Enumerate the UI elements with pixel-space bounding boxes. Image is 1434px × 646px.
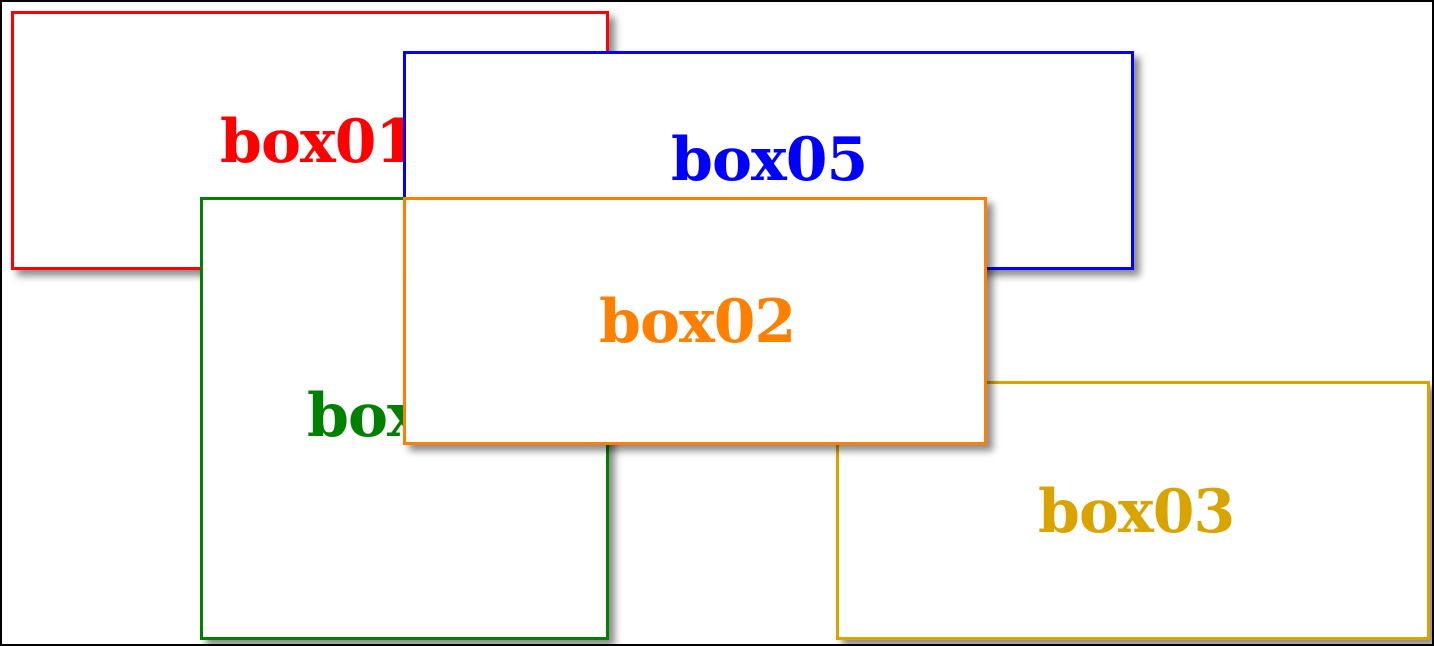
box-03-label: box03 <box>1038 477 1235 547</box>
box-03: box03 <box>836 381 1430 640</box>
box-02-label: box02 <box>599 287 796 357</box>
box-01-label: box01 <box>220 107 417 177</box>
box-05-label: box05 <box>671 125 868 195</box>
box-02: box02 <box>403 197 987 445</box>
